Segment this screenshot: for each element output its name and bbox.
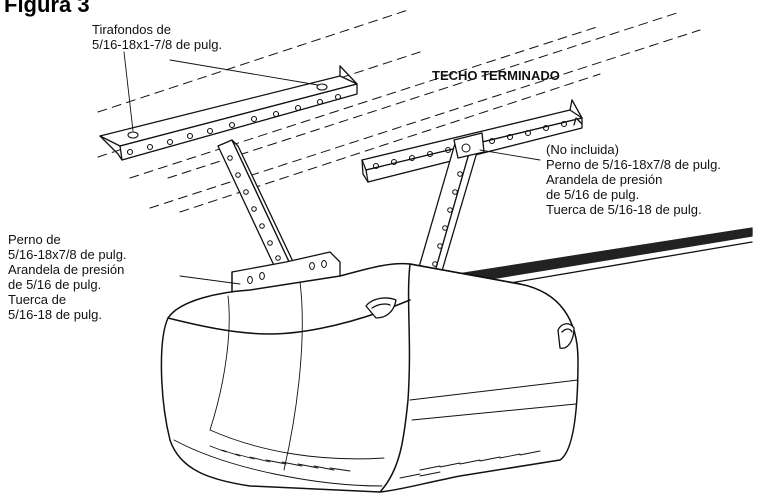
right-hardware-label: (No incluida) Perno de 5/16-18x7/8 de pu… (546, 142, 721, 217)
left-angle-iron (99, 65, 358, 161)
opener-housing (160, 262, 579, 493)
right-hardware-line-1: (No incluida) (546, 142, 619, 157)
leader-lines (123, 51, 541, 285)
figure-title: Figura 3 (4, 0, 90, 17)
left-hardware-line-5: Tuerca de (8, 292, 67, 307)
right-hardware-line-4: de 5/16 de pulg. (546, 187, 640, 202)
left-angle-holes (126, 83, 342, 156)
right-hardware-line-3: Arandela de presión (546, 172, 663, 187)
light-lens (365, 297, 575, 349)
right-hardware-line-2: Perno de 5/16-18x7/8 de pulg. (546, 157, 721, 172)
left-hardware-label: Perno de 5/16-18x7/8 de pulg. Arandela d… (8, 232, 127, 322)
right-angle-holes (372, 120, 568, 170)
lag-screws-line-2: 5/16-18x1-7/8 de pulg. (92, 37, 223, 52)
finished-ceiling-label: TECHO TERMINADO (432, 68, 560, 83)
left-hardware-line-4: de 5/16 de pulg. (8, 277, 102, 292)
lag-screws-label: Tirafondos de 5/16-18x1-7/8 de pulg. (92, 22, 222, 52)
left-hardware-line-2: 5/16-18x7/8 de pulg. (8, 247, 127, 262)
housing-vents (209, 445, 541, 479)
left-hardware-line-6: 5/16-18 de pulg. (8, 307, 102, 322)
right-hardware-line-5: Tuerca de 5/16-18 de pulg. (546, 202, 702, 217)
left-strap-holes (227, 155, 281, 261)
left-hardware-line-1: Perno de (8, 232, 61, 247)
lag-screws-line-1: Tirafondos de (92, 22, 172, 37)
left-hardware-line-3: Arandela de presión (8, 262, 125, 277)
